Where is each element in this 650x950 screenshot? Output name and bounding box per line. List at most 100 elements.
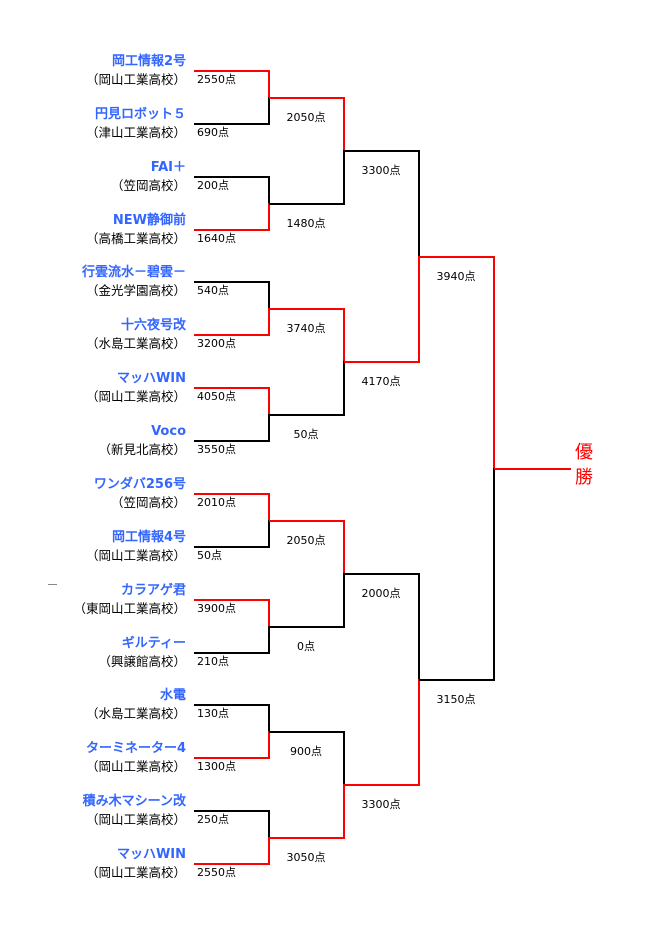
round-3-score: 3300点: [361, 798, 401, 811]
bracket-line-v: [268, 387, 270, 416]
bracket-line-h: [269, 837, 345, 839]
bracket-line-v: [268, 704, 270, 733]
bracket-line-v: [268, 97, 270, 125]
bracket-line-h: [194, 334, 270, 336]
bracket-line-h: [194, 176, 270, 178]
round-4-score: 3940点: [436, 270, 476, 283]
bracket-line-v: [268, 176, 270, 205]
team-score: 540点: [197, 284, 229, 297]
bracket-line-h: [194, 387, 270, 389]
team-score: 4050点: [197, 390, 236, 403]
bracket-line-h: [269, 97, 345, 99]
team-score: 200点: [197, 179, 229, 192]
team-score: 1300点: [197, 760, 236, 773]
bracket-line-h: [194, 440, 270, 442]
bracket-line-h: [269, 308, 345, 310]
bracket-line-v: [418, 150, 420, 258]
bracket-line-h: [194, 863, 270, 865]
round-2-score: 1480点: [286, 217, 326, 230]
bracket-line-h: [344, 150, 420, 152]
bracket-line-v: [418, 256, 420, 363]
team-score: 690点: [197, 126, 229, 139]
team-school: （金光学園高校）: [85, 283, 186, 298]
team-name: 水電: [159, 688, 186, 703]
team-name: 岡工情報4号: [111, 530, 186, 545]
bracket-line-v: [343, 361, 345, 416]
bracket-line-v: [268, 493, 270, 522]
team-school: （笠岡高校）: [110, 495, 186, 510]
bracket-line-h: [194, 704, 270, 706]
team-school: （津山工業高校）: [85, 125, 186, 140]
team-score: 130点: [197, 707, 229, 720]
bracket-line-h: [194, 757, 270, 759]
bracket-line-h: [344, 784, 420, 786]
bracket-line-v: [268, 70, 270, 99]
team-name: ターミネーター4: [85, 741, 186, 756]
bracket-line-v: [268, 599, 270, 628]
bracket-line-h: [194, 652, 270, 654]
bracket-line-v: [268, 837, 270, 865]
team-score: 3550点: [197, 443, 236, 456]
team-school: （水島工業高校）: [85, 706, 186, 721]
bracket-line-v: [343, 731, 345, 786]
team-name: 積み木マシーン改: [82, 794, 186, 809]
team-school: （東岡山工業高校）: [73, 601, 186, 616]
team-school: （岡山工業高校）: [85, 759, 186, 774]
bracket-line-v: [343, 150, 345, 205]
round-2-score: 0点: [297, 640, 315, 653]
bracket-line-h: [269, 731, 345, 733]
bracket-line-h: [494, 468, 571, 470]
bracket-line-v: [268, 626, 270, 654]
champion-label-2: 勝: [575, 467, 593, 488]
bracket-line-h: [419, 679, 495, 681]
bracket-line-h: [344, 573, 420, 575]
team-name: マッハWIN: [116, 371, 186, 386]
bracket-line-h: [194, 70, 270, 72]
team-score: 2550点: [197, 73, 236, 86]
round-3-score: 4170点: [361, 375, 401, 388]
stray-dash-mark: [48, 584, 57, 585]
bracket-line-h: [344, 361, 420, 363]
team-score: 50点: [197, 549, 222, 562]
bracket-line-v: [343, 97, 345, 152]
team-score: 250点: [197, 813, 229, 826]
bracket-line-v: [268, 308, 270, 336]
bracket-line-v: [418, 679, 420, 786]
team-score: 2550点: [197, 866, 236, 879]
round-4-score: 3150点: [436, 693, 476, 706]
team-name: NEW静御前: [112, 213, 186, 228]
round-2-score: 3050点: [286, 851, 326, 864]
team-name: 岡工情報2号: [111, 54, 186, 69]
round-3-score: 3300点: [361, 164, 401, 177]
bracket-line-v: [268, 281, 270, 310]
team-school: （岡山工業高校）: [85, 812, 186, 827]
team-school: （興譲館高校）: [98, 654, 186, 669]
team-name: 円見ロボット５: [94, 107, 186, 122]
team-school: （高橋工業高校）: [85, 231, 186, 246]
bracket-line-h: [194, 493, 270, 495]
bracket-line-v: [493, 468, 495, 681]
bracket-line-v: [268, 203, 270, 231]
team-score: 1640点: [197, 232, 236, 245]
bracket-line-h: [269, 203, 345, 205]
round-2-score: 3740点: [286, 322, 326, 335]
team-school: （岡山工業高校）: [85, 72, 186, 87]
bracket-line-v: [268, 520, 270, 548]
team-score: 3900点: [197, 602, 236, 615]
bracket-line-h: [419, 256, 495, 258]
team-name: Voco: [151, 424, 186, 439]
bracket-line-h: [194, 546, 270, 548]
team-school: （岡山工業高校）: [85, 389, 186, 404]
bracket-line-h: [194, 281, 270, 283]
round-2-score: 2050点: [286, 534, 326, 547]
team-school: （笠岡高校）: [110, 178, 186, 193]
bracket-line-h: [194, 810, 270, 812]
team-school: （岡山工業高校）: [85, 548, 186, 563]
bracket-line-v: [343, 784, 345, 839]
team-name: 十六夜号改: [120, 318, 186, 333]
bracket-line-h: [269, 626, 345, 628]
bracket-line-v: [268, 414, 270, 442]
bracket-line-v: [268, 810, 270, 839]
bracket-line-v: [418, 573, 420, 681]
team-school: （岡山工業高校）: [85, 865, 186, 880]
